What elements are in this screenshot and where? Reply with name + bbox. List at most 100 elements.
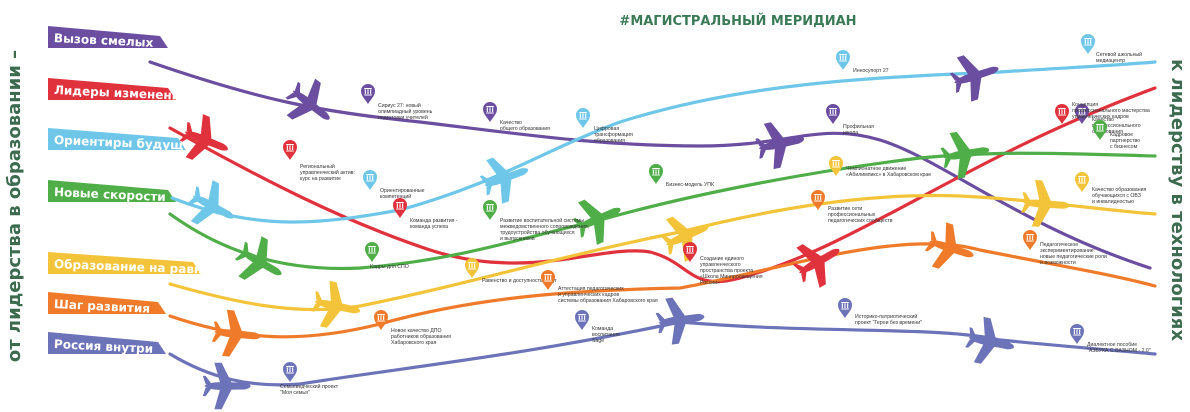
location-pin-icon (483, 102, 497, 122)
milestone-label-line: Историко-патриотический (855, 313, 917, 320)
location-pin-icon (1023, 230, 1037, 250)
milestone-label-line: проект "Герои без времени" (855, 320, 922, 326)
ribbon-label: Вызов смелых (54, 31, 154, 50)
ribbon-tag-лидеры-изменений: Лидеры изменений (48, 78, 189, 103)
milestone-label-line: партнерство (1110, 138, 1140, 144)
milestone-label: Равенство и доступность услуг (482, 278, 557, 284)
milestone-label-line: Диалектное пособие (1087, 342, 1137, 348)
milestone: Равенство и доступность услуг (465, 258, 557, 284)
milestone: Диалектное пособие"АЗБУКА С ВАЗНОМ - 2.0… (1070, 324, 1151, 354)
milestone-label: Бизнес-модель УПК (666, 182, 714, 188)
milestone-label-line: России» (700, 280, 720, 286)
location-pin-icon (374, 310, 388, 330)
milestone-label-line: олимпиадный уровень (378, 108, 433, 115)
ribbon-label: Ориентиры будущего (54, 133, 207, 153)
milestone-label-line: Sage (592, 338, 604, 344)
milestone-label-line: пространства проекта (700, 268, 753, 274)
ribbon-tag-новые-скорости: Новые скорости (48, 180, 176, 204)
airplane-icon (210, 308, 263, 360)
milestone-label-line: обучающихся с ОВЗ (1092, 193, 1141, 199)
location-pin-icon (541, 270, 555, 290)
location-pin-icon (1081, 34, 1095, 54)
milestone-label-line: Аттестация педагогических (558, 286, 624, 292)
milestone-label-line: «Школа Минпросвещения (700, 274, 763, 280)
milestone-label-line: и выпускников (500, 236, 535, 242)
milestone-label: Кадры для СПО (370, 264, 409, 270)
ribbon-tag-shape (48, 332, 166, 354)
location-pin-icon (829, 156, 843, 176)
ribbon-label: Лидеры изменений (54, 83, 189, 103)
milestone-label-line: профессиональных (828, 212, 876, 218)
milestone-label-line: педагогических сообществ (828, 218, 893, 224)
ribbon-tag-россия-внутри: Россия внутри (48, 332, 166, 356)
location-pin-icon (1093, 120, 1107, 140)
milestone-label-line: общего образования (500, 126, 550, 132)
milestone-label-line: Команда развития - (410, 218, 458, 224)
ribbon-label: Шаг развития (54, 297, 151, 316)
ribbon-label: Образование на равных (54, 257, 222, 277)
milestone-label-line: Хабаровского края (391, 340, 436, 346)
ribbon-tag-shape (48, 26, 168, 48)
milestone-label-line: «Абилимпикс» в Хабаровском крае (846, 172, 931, 178)
location-pin-icon (283, 362, 297, 382)
milestone-label-line: Чемпионатное движение (846, 166, 906, 172)
milestone-label: Команда развития -команда успеха (410, 218, 458, 230)
milestone-label-line: и возможности (1040, 260, 1076, 266)
milestone-label-line: команда успеха (410, 224, 448, 230)
milestone: Инносупорт 27 (836, 50, 889, 74)
milestone-label-line: управленческого (700, 262, 741, 268)
milestone-label-line: Инносупорт 27 (853, 68, 889, 74)
milestone-label-line: управленческих кадров (1072, 114, 1129, 120)
milestone-label-line: курс на развитие (300, 176, 341, 182)
milestone-label-line: трансформация (594, 132, 633, 138)
location-pin-icon (393, 198, 407, 218)
milestone-label-line: системы образования Хабаровского края (558, 298, 658, 304)
location-pin-icon (363, 170, 377, 190)
hashtag-title: #МАГИСТРАЛЬНЫЙ МЕРИДИАН (619, 13, 856, 29)
ribbon-tag-ориентиры-будущего: Ориентиры будущего (48, 128, 206, 153)
milestone-label-line: Новое качество ДПО (391, 328, 442, 334)
milestone-label-line: Профильная (843, 124, 874, 130)
ribbon-tag-образование-на-равных: Образование на равных (48, 252, 221, 277)
ribbon-label: Новые скорости (54, 185, 166, 204)
location-pin-icon (576, 108, 590, 128)
milestone-label-line: школа (843, 130, 858, 136)
milestone-label-line: подготовки учителей (378, 114, 428, 121)
milestone-label-line: профессионального (1092, 123, 1141, 129)
airplane-icon (174, 109, 237, 171)
milestone-label-line: Развитие сети (828, 206, 862, 212)
milestone-label-line: работников образования (391, 334, 451, 340)
ribbon-tag-shape (48, 128, 186, 150)
milestone: Семьеведческий проект"Моя семья" (280, 362, 339, 396)
milestone-label-line: воспитания (592, 332, 620, 338)
location-pin-icon (1070, 324, 1084, 344)
location-pin-icon (575, 310, 589, 330)
route-line-лидеры-изменений (168, 86, 1157, 284)
milestone-label-line: "АЗБУКА С ВАЗНОМ - 2.0" (1087, 348, 1151, 354)
milestone-label-line: образования (1092, 129, 1123, 135)
milestone: Команда развития -команда успеха (393, 198, 458, 230)
